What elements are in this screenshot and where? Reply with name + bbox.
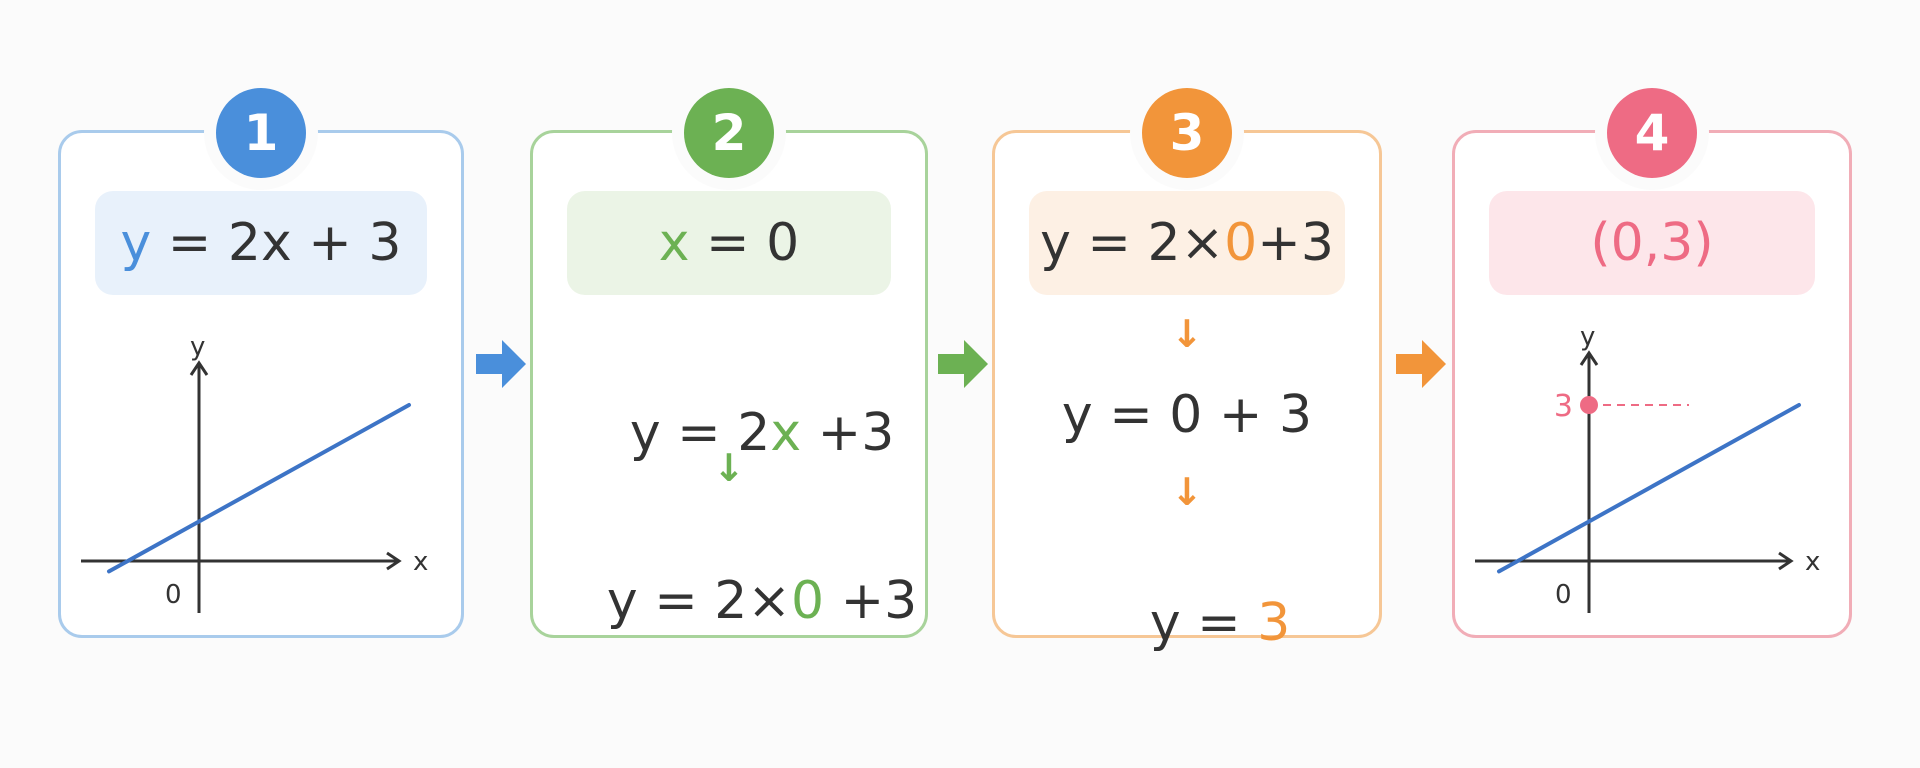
- substituted-equation-pill: y = 2×0+3: [1029, 191, 1345, 295]
- step-3-panel: 3 y = 2×0+3 ↓ y = 0 + 3 ↓ y = 3: [992, 88, 1382, 653]
- step-4-panel: 4 (0,3) x y 0 3: [1452, 88, 1852, 638]
- intercept-point: [1580, 396, 1598, 414]
- equation-text: = 2x + 3: [151, 213, 402, 273]
- equation-text: +3: [824, 571, 918, 631]
- step-arrow-1: [476, 340, 526, 388]
- x-axis-label: x: [1805, 547, 1820, 577]
- result-equation: y = 3: [995, 533, 1379, 713]
- equation-text: +3: [801, 403, 895, 463]
- x-axis-label: x: [413, 547, 428, 577]
- origin-label: 0: [165, 580, 182, 610]
- line-graph-with-point: x y 0 3: [1475, 322, 1820, 613]
- equation-line-1: y = 0 + 3: [1061, 385, 1313, 445]
- x-axis-arrowhead: [386, 551, 402, 571]
- step-2-badge: 2: [684, 88, 774, 178]
- highlight-value: 0: [790, 571, 825, 631]
- intercept-label: 3: [1554, 389, 1573, 424]
- substitution-pill: x = 0: [567, 191, 891, 295]
- step-arrow-3: [1396, 340, 1446, 388]
- equation-text: y = 2×: [1040, 213, 1225, 273]
- highlight-variable: x: [658, 213, 690, 273]
- arrow-right-icon: [1396, 340, 1446, 388]
- y-axis-label: y: [1580, 322, 1595, 352]
- y-axis-arrowhead: [189, 360, 209, 376]
- highlight-variable: y: [120, 213, 152, 273]
- equation-pill: y = 2x + 3: [95, 191, 427, 295]
- step-1-badge: 1: [216, 88, 306, 178]
- equation-text: +3: [1257, 213, 1334, 273]
- equation-text: = 0: [689, 213, 800, 273]
- graph-line: [107, 403, 411, 574]
- step-3-badge: 3: [1142, 88, 1232, 178]
- equation-text: y = 2: [629, 403, 771, 463]
- origin-label: 0: [1555, 580, 1572, 610]
- step-2-panel: 2 x = 0 y = 2x +3 ↓ y = 2×0 +3: [530, 88, 928, 638]
- arrow-right-icon: [938, 340, 988, 388]
- equation-text: y = 2×: [606, 571, 791, 631]
- arrow-down-icon: ↓: [1171, 470, 1203, 514]
- result-value: 3: [1257, 593, 1291, 653]
- point-pill: (0,3): [1489, 191, 1815, 295]
- equation-line-1: y = 2x +3: [533, 343, 925, 523]
- step-4-badge: 4: [1607, 88, 1697, 178]
- line-graph: x y 0: [81, 332, 428, 613]
- equation-line-2: y = 2×0 +3: [533, 511, 925, 691]
- highlight-value: 0: [1224, 213, 1258, 273]
- y-axis-label: y: [190, 332, 205, 362]
- graph-line: [1497, 403, 1801, 574]
- step-arrow-2: [938, 340, 988, 388]
- step-1-panel: 1 y = 2x + 3 x y 0: [58, 88, 464, 638]
- arrow-right-icon: [476, 340, 526, 388]
- arrow-down-icon: ↓: [1171, 312, 1203, 356]
- highlight-variable: x: [770, 403, 802, 463]
- y-axis-arrowhead: [1579, 350, 1599, 366]
- x-axis-arrowhead: [1778, 551, 1794, 571]
- equation-text: y =: [1149, 593, 1258, 653]
- arrow-down-icon: ↓: [713, 446, 745, 490]
